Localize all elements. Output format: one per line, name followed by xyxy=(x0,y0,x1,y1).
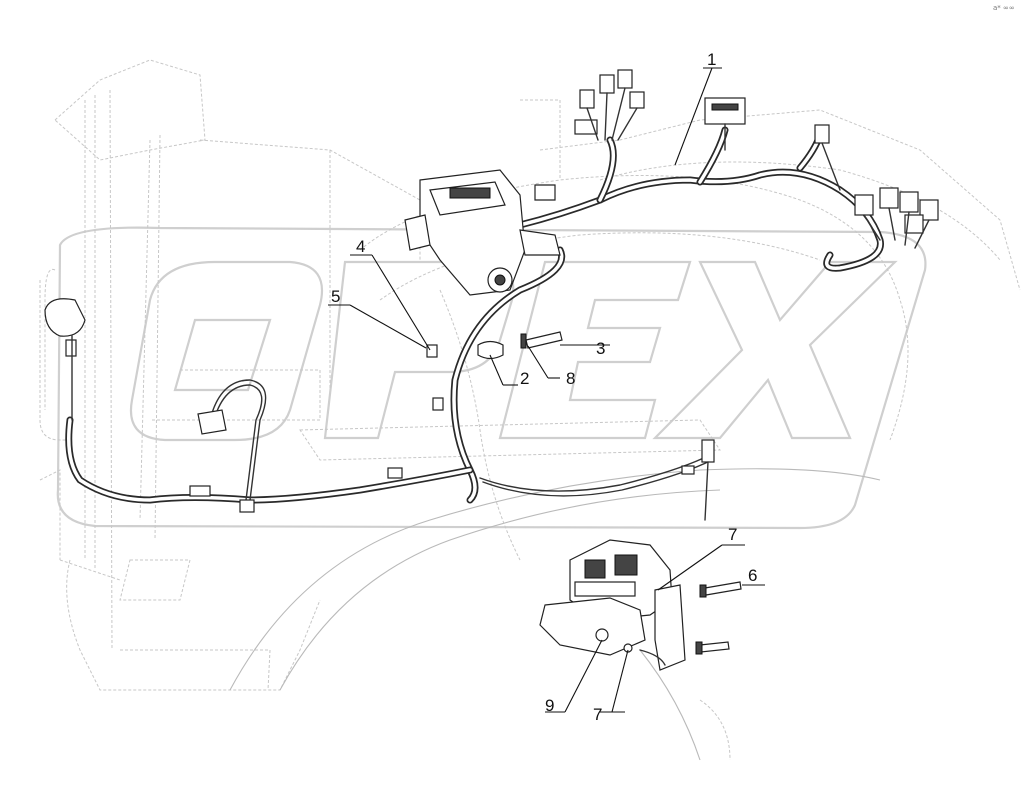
corner-mark: a* ∞∞ xyxy=(993,4,1015,12)
callout-7-lower: 7 xyxy=(593,705,602,724)
callout-8: 8 xyxy=(566,369,575,388)
vehicle-body-outline xyxy=(39,59,1021,761)
lower-bracket-assembly xyxy=(539,539,686,671)
callout-1: 1 xyxy=(707,50,716,69)
top-middle-connector xyxy=(704,97,746,151)
central-control-unit xyxy=(404,169,561,296)
callout-4: 4 xyxy=(356,237,365,256)
left-connector xyxy=(44,298,86,421)
harness-clips xyxy=(387,340,715,521)
callout-3: 3 xyxy=(596,339,605,358)
callout-7-upper: 7 xyxy=(728,525,737,544)
callout-9: 9 xyxy=(545,696,554,715)
top-right-connectors xyxy=(814,124,939,249)
callout-5: 5 xyxy=(331,287,340,306)
screw-3 xyxy=(520,331,563,349)
callout-6: 6 xyxy=(748,566,757,585)
top-left-connectors xyxy=(574,69,645,141)
bolts-6 xyxy=(695,581,742,655)
callout-2: 2 xyxy=(520,369,529,388)
loop-connector xyxy=(189,409,255,513)
callouts: 1 2 3 4 5 6 7 7 8 9 xyxy=(328,50,765,724)
